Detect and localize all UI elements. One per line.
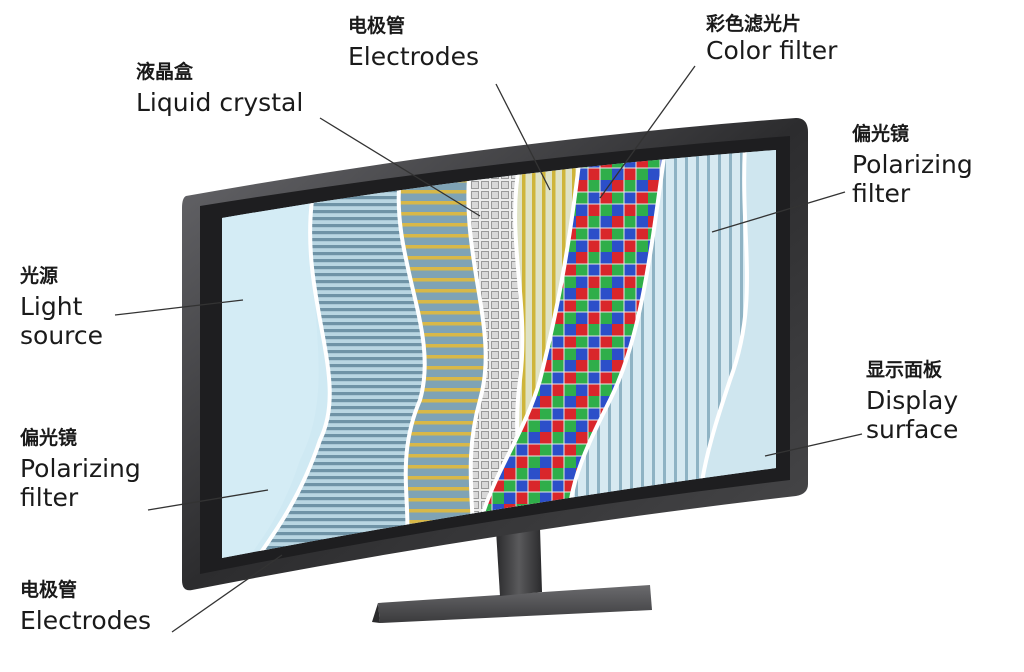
monitor-stand xyxy=(372,528,652,623)
label-liquid-crystal-en: Liquid crystal xyxy=(136,87,304,117)
leader-electrodes-bottom xyxy=(171,554,283,633)
leader-display-surface xyxy=(764,433,863,457)
label-polarizing-left-en1: Polarizing xyxy=(20,453,141,483)
display-surface-layer xyxy=(697,150,776,558)
label-light-source: 光源 Light source xyxy=(20,266,103,350)
color-filter-layer xyxy=(474,150,665,558)
label-color-filter-zh: 彩色滤光片 xyxy=(706,13,802,35)
label-light-source-zh: 光源 xyxy=(20,265,59,287)
polarizing-filter-layer-2 xyxy=(567,150,747,558)
label-liquid-crystal-zh: 液晶盒 xyxy=(136,61,194,83)
label-liquid-crystal: 液晶盒 Liquid crystal xyxy=(136,62,303,116)
label-electrodes-bottom-zh: 电极管 xyxy=(20,579,78,601)
label-polarizing-right-zh: 偏光镜 xyxy=(852,123,910,145)
label-electrodes-top-en: Electrodes xyxy=(348,41,479,71)
label-polarizing-left-en2: filter xyxy=(20,483,79,513)
label-polarizing-filter-left: 偏光镜 Polarizing filter xyxy=(20,428,141,512)
label-electrodes-top-zh: 电极管 xyxy=(348,15,406,37)
label-polarizing-right-en1: Polarizing xyxy=(852,149,973,179)
leader-polarizing-right xyxy=(711,191,846,233)
label-electrodes-bottom-en: Electrodes xyxy=(20,605,151,635)
leader-polarizing-left xyxy=(147,489,269,511)
polarizing-filter-layer xyxy=(245,175,425,558)
label-display-surface-zh: 显示面板 xyxy=(866,359,943,381)
label-color-filter-en: Color filter xyxy=(706,35,838,65)
label-display-surface-en1: Display xyxy=(866,385,959,415)
label-display-surface: 显示面板 Display surface xyxy=(866,360,958,444)
label-color-filter: 彩色滤光片 Color filter xyxy=(706,14,837,64)
leader-electrodes-top xyxy=(495,83,551,191)
leader-liquid-crystal xyxy=(319,117,481,217)
label-polarizing-filter-right: 偏光镜 Polarizing filter xyxy=(852,124,973,208)
label-light-source-en1: Light xyxy=(20,291,83,321)
label-display-surface-en2: surface xyxy=(866,415,959,445)
leader-color-filter xyxy=(599,65,696,199)
label-light-source-en2: source xyxy=(20,321,104,351)
label-electrodes-bottom: 电极管 Electrodes xyxy=(20,580,151,634)
label-polarizing-left-zh: 偏光镜 xyxy=(20,427,78,449)
label-electrodes-top: 电极管 Electrodes xyxy=(348,16,479,70)
leader-light-source xyxy=(114,299,244,316)
electrodes-layer-1 xyxy=(398,165,486,558)
leader-lines xyxy=(114,65,863,633)
label-polarizing-right-en2: filter xyxy=(852,179,911,209)
